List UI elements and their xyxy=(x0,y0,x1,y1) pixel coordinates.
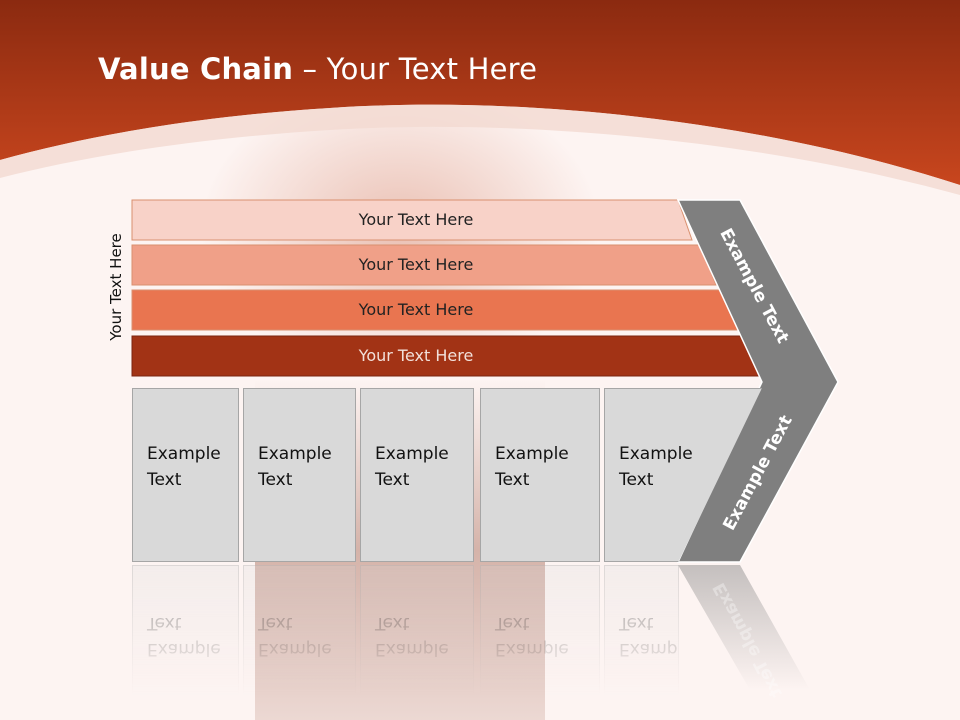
reflection-line2: Text xyxy=(495,613,530,633)
header-band xyxy=(0,0,960,185)
activity-box-line1: Example xyxy=(258,444,332,464)
band-label-text: Your Text Here xyxy=(358,210,474,229)
activity-box-line2: Text xyxy=(147,470,182,490)
activity-box-reflection: Example Text xyxy=(360,565,474,695)
activity-box-reflection-text: Example Text xyxy=(258,610,332,662)
slide-title: Value Chain – Your Text Here xyxy=(98,52,537,86)
activity-box-reflection: Example Text xyxy=(480,565,600,695)
chevron-arrow-reflection xyxy=(678,565,810,690)
band-shape xyxy=(131,199,693,241)
band-shape xyxy=(131,244,717,286)
reflection-line1: Example xyxy=(375,639,449,659)
activity-box-reflection-text: Example Text xyxy=(147,610,221,662)
reflection-line2: Text xyxy=(147,613,182,633)
band-label: Your Text Here xyxy=(132,290,700,330)
activity-box-reflection: Example Text xyxy=(132,565,239,695)
activity-box-line2: Text xyxy=(375,470,410,490)
activity-box-line2: Text xyxy=(495,470,530,490)
activity-box-line2: Text xyxy=(619,470,654,490)
bands xyxy=(131,199,765,377)
band-label: Your Text Here xyxy=(132,336,700,376)
band-label: Your Text Here xyxy=(132,245,700,285)
band-label-text: Your Text Here xyxy=(358,255,474,274)
activity-box-reflection-text: Example Text xyxy=(375,610,449,662)
reflection-line1: Example xyxy=(495,639,569,659)
reflection-line1: Example xyxy=(258,639,332,659)
activity-box-line1: Example xyxy=(619,444,693,464)
activity-box-line1: Example xyxy=(375,444,449,464)
reflection-line2: Text xyxy=(619,613,654,633)
chevron-arrow xyxy=(676,199,839,563)
activity-box-line1: Example xyxy=(147,444,221,464)
band-label: Your Text Here xyxy=(132,200,700,240)
activity-box-line2: Text xyxy=(258,470,293,490)
reflection-line2: Text xyxy=(258,613,293,633)
band-label-text: Your Text Here xyxy=(358,300,474,319)
activity-box-line1: Example xyxy=(495,444,569,464)
title-bold: Value Chain xyxy=(98,52,294,86)
activity-box-reflection: Example Text xyxy=(243,565,356,695)
header-swoosh xyxy=(0,104,960,195)
band-label-text: Your Text Here xyxy=(358,346,474,365)
reflection-line1: Example xyxy=(147,639,221,659)
title-rest: – Your Text Here xyxy=(293,52,538,86)
reflection-line2: Text xyxy=(375,613,410,633)
activity-box-reflection-text: Example Text xyxy=(495,610,569,662)
